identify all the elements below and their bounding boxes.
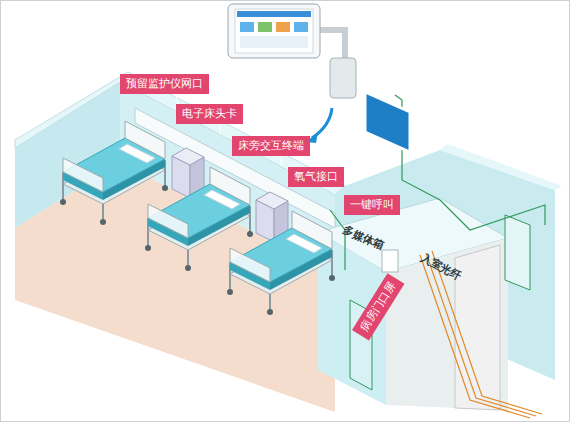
callout-box: 一键呼叫 [344, 195, 400, 215]
callout-text: 预留监护仪网口 [126, 77, 203, 91]
callout-text: 氧气接口 [294, 170, 338, 184]
pointer-arrow [312, 108, 332, 138]
callout-text: 床旁交互终端 [238, 139, 304, 153]
toilet-tank [382, 250, 398, 272]
bed [227, 211, 335, 315]
callout-box: 电子床头卡 [176, 104, 243, 124]
callout-text: 一键呼叫 [350, 198, 394, 212]
terminal-screen [235, 9, 313, 53]
screen-tile [276, 22, 290, 32]
screen-header [237, 11, 311, 17]
screen-tile [240, 22, 254, 32]
callout-box: 氧气接口 [288, 167, 344, 187]
network-cable [440, 200, 545, 230]
bedside-terminal [228, 4, 320, 58]
bathroom-wall [386, 238, 508, 410]
entry-door [505, 215, 530, 290]
callout-box: 床旁交互终端 [232, 136, 310, 156]
terminal-mount [330, 58, 356, 98]
screen-panel [240, 36, 308, 48]
screen-tile [294, 22, 308, 32]
callout-text: 电子床头卡 [182, 107, 237, 121]
callout-box: 预留监护仪网口 [120, 74, 209, 94]
screen-tile [258, 22, 272, 32]
wall-top [440, 144, 562, 190]
terminal-arm [318, 30, 345, 60]
wall-monitor [365, 92, 410, 152]
